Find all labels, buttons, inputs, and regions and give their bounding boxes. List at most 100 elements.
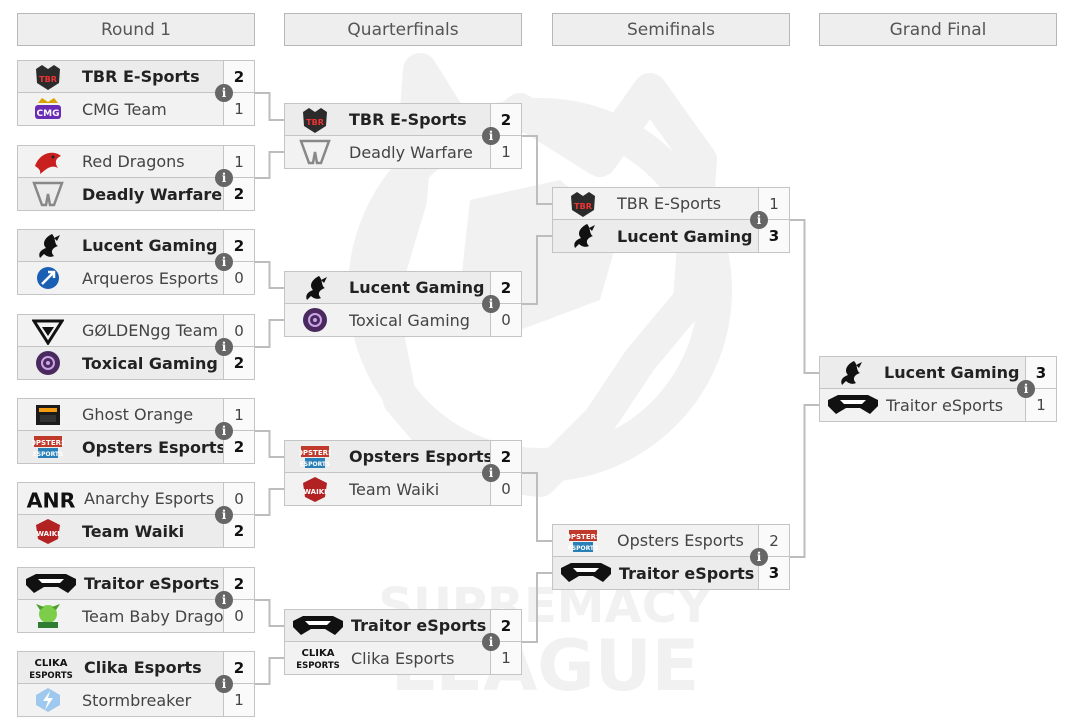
match-info-icon[interactable]: i bbox=[215, 591, 233, 609]
connector-line bbox=[255, 599, 284, 627]
team-name: Ghost Orange bbox=[82, 405, 194, 424]
ghost-orange-logo-icon bbox=[32, 401, 64, 429]
round-header-3: Grand Final bbox=[819, 13, 1057, 46]
team-name: Opsters Esports bbox=[349, 447, 490, 466]
toxical-logo-icon bbox=[299, 306, 331, 334]
team-name: Team Waiki bbox=[349, 479, 440, 499]
round-header-0: Round 1 bbox=[17, 13, 255, 46]
svg-text:ESPORTS: ESPORTS bbox=[29, 671, 72, 681]
match-info-icon[interactable]: i bbox=[482, 633, 500, 651]
match-info-icon[interactable]: i bbox=[215, 253, 233, 271]
stormbreaker-logo-icon bbox=[32, 686, 64, 714]
lucent-dragon-logo-icon bbox=[299, 274, 331, 302]
match-info-icon[interactable]: i bbox=[750, 548, 768, 566]
waiki-logo-icon: WAIKI bbox=[32, 517, 64, 545]
match-info-icon[interactable]: i bbox=[215, 506, 233, 524]
team-name: Opsters Esports bbox=[617, 531, 744, 550]
team-name: Toxical Gaming bbox=[82, 353, 218, 373]
team-name: Red Dragons bbox=[82, 152, 185, 171]
team-name: Anarchy Esports bbox=[84, 489, 215, 508]
svg-text:ANR: ANR bbox=[27, 488, 76, 512]
golden-logo-icon bbox=[32, 317, 64, 345]
match-info-icon[interactable]: i bbox=[215, 422, 233, 440]
round-header-2: Semifinals bbox=[552, 13, 790, 46]
connector-line bbox=[522, 572, 552, 643]
match-info-icon[interactable]: i bbox=[1017, 380, 1035, 398]
match-info-icon[interactable]: i bbox=[215, 338, 233, 356]
anarchy-logo-icon: ANR bbox=[24, 485, 78, 513]
cmg-logo-icon: CMG bbox=[32, 95, 64, 123]
svg-text:TBR: TBR bbox=[306, 118, 324, 127]
tbr-logo-icon: TBR bbox=[32, 63, 64, 91]
team-name: Clika Esports bbox=[84, 658, 202, 677]
svg-text:OPSTERS: OPSTERS bbox=[567, 533, 599, 541]
red-dragons-logo-icon bbox=[32, 148, 64, 176]
team-name: Traitor eSports bbox=[84, 574, 220, 593]
svg-text:OPSTERS: OPSTERS bbox=[299, 449, 331, 457]
connector-line bbox=[790, 404, 819, 558]
connector-line bbox=[255, 261, 284, 289]
baby-dragon-logo-icon bbox=[32, 602, 64, 630]
connector-line bbox=[255, 151, 284, 179]
team-name: Team Baby Dragon bbox=[82, 606, 223, 626]
match-info-icon[interactable]: i bbox=[482, 464, 500, 482]
waiki-logo-icon: WAIKI bbox=[299, 475, 331, 503]
match-info-icon[interactable]: i bbox=[750, 211, 768, 229]
svg-text:CLIKA: CLIKA bbox=[35, 658, 68, 669]
team-name: TBR E-Sports bbox=[82, 67, 200, 86]
team-name: Lucent Gaming bbox=[617, 226, 753, 246]
team-name: Opsters Esports bbox=[82, 437, 223, 457]
connector-line bbox=[522, 135, 552, 205]
team-name: Stormbreaker bbox=[82, 690, 192, 710]
svg-text:ESPORTS: ESPORTS bbox=[300, 461, 331, 468]
toxical-logo-icon bbox=[32, 349, 64, 377]
lucent-dragon-logo-icon bbox=[834, 359, 866, 387]
match-info-icon[interactable]: i bbox=[482, 127, 500, 145]
svg-text:OPSTERS: OPSTERS bbox=[32, 439, 64, 447]
match-info-icon[interactable]: i bbox=[215, 84, 233, 102]
svg-text:WAIKI: WAIKI bbox=[303, 488, 326, 496]
lucent-dragon-logo-icon bbox=[567, 222, 599, 250]
match-info-icon[interactable]: i bbox=[215, 169, 233, 187]
connector-line bbox=[255, 488, 284, 516]
match-info-icon[interactable]: i bbox=[215, 675, 233, 693]
traitor-logo-icon bbox=[559, 559, 613, 587]
connector-line bbox=[255, 92, 284, 121]
team-name: Lucent Gaming bbox=[349, 278, 485, 297]
svg-text:ESPORTS: ESPORTS bbox=[568, 545, 599, 552]
team-name: Lucent Gaming bbox=[82, 236, 218, 255]
connector-line bbox=[522, 235, 552, 305]
match-info-icon[interactable]: i bbox=[482, 295, 500, 313]
traitor-logo-icon bbox=[826, 391, 880, 419]
deadly-warfare-logo-icon bbox=[32, 180, 64, 208]
tbr-logo-icon: TBR bbox=[299, 106, 331, 134]
team-score: 1 bbox=[1025, 389, 1056, 421]
team-name: Lucent Gaming bbox=[884, 363, 1020, 382]
